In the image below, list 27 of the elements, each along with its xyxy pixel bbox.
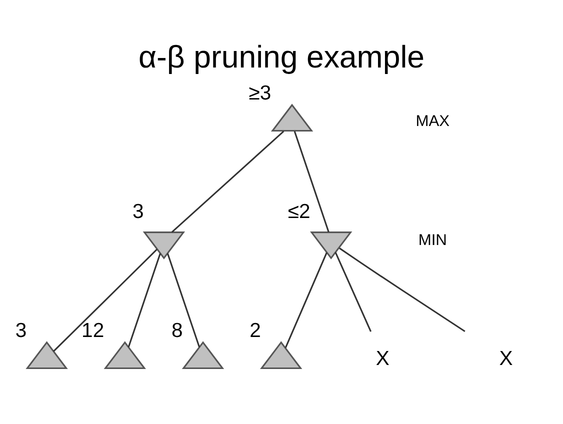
node-text: X <box>376 348 390 370</box>
node-label: 8 <box>172 320 183 342</box>
diagram-title: α-β pruning example <box>138 39 425 74</box>
connector <box>53 248 158 352</box>
node-label: 2 <box>250 320 261 342</box>
connector <box>166 253 200 348</box>
node-triangle <box>142 232 186 260</box>
node-triangle <box>270 104 314 132</box>
node-triangle <box>26 341 68 369</box>
connector <box>339 248 466 332</box>
connector <box>294 131 330 232</box>
node-label: 3 <box>132 201 144 224</box>
node-triangle <box>182 341 224 369</box>
node-label: 3 <box>15 320 27 342</box>
connector <box>128 253 161 348</box>
connector <box>284 252 328 348</box>
connector <box>334 252 372 332</box>
label: MIN <box>418 232 447 249</box>
node-triangle <box>260 341 302 369</box>
node-label: ≤2 <box>288 201 310 224</box>
node-triangle <box>310 232 352 260</box>
node-triangle <box>104 341 146 369</box>
node-label: ≥3 <box>248 82 272 104</box>
label: MAX <box>416 113 450 130</box>
node-text: X <box>499 348 513 370</box>
connector <box>171 130 284 233</box>
node-label: 12 <box>82 320 104 342</box>
